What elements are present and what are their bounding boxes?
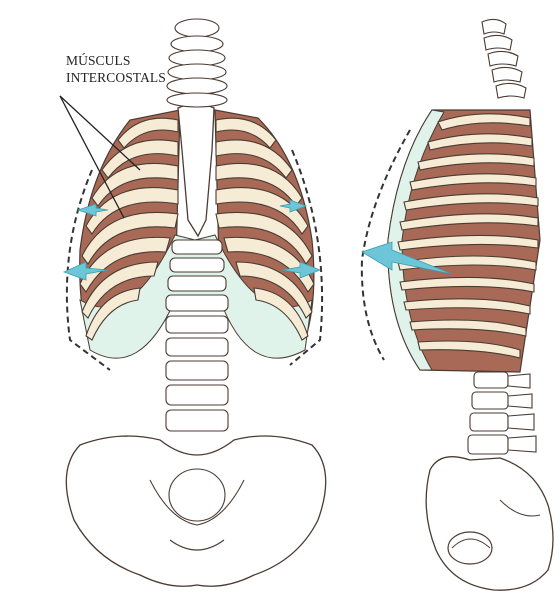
front-sternum — [178, 104, 214, 236]
front-lumbar-spine — [166, 240, 228, 431]
side-view — [362, 19, 553, 590]
front-sacrum — [169, 469, 225, 521]
side-lumbar-spine — [468, 372, 536, 454]
side-pelvis — [426, 457, 553, 591]
side-cervical-spine — [482, 19, 526, 98]
side-acetabulum — [448, 532, 492, 564]
front-view — [60, 19, 326, 586]
front-cervical-spine — [167, 19, 227, 107]
